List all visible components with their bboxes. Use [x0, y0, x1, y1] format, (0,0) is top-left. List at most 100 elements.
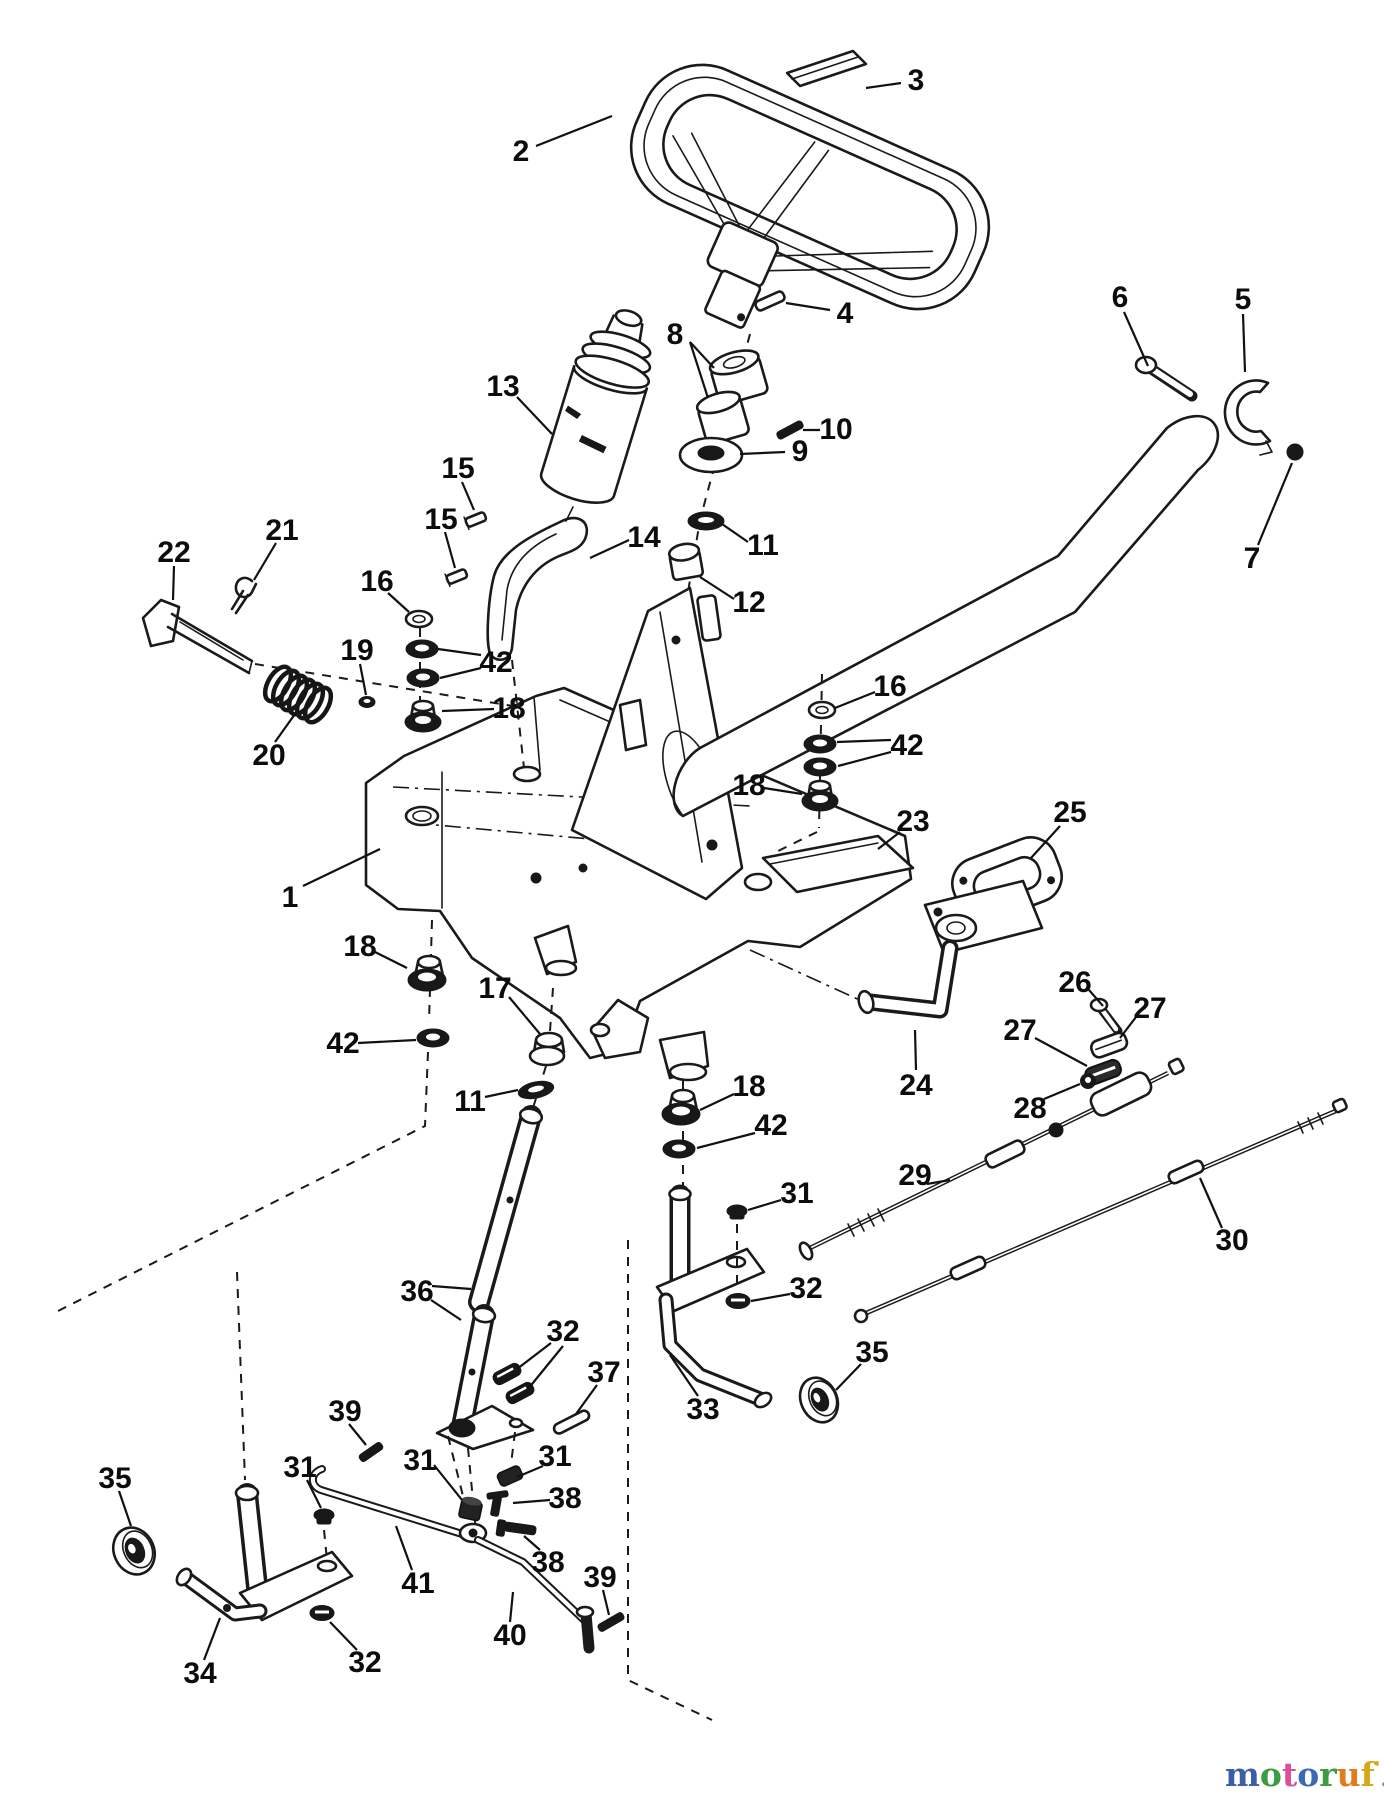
handle-part24 [749, 879, 1044, 1019]
callout-label-11: 11 [454, 1085, 486, 1118]
leader-line-20 [274, 713, 296, 743]
bolt-part26 [1089, 997, 1123, 1036]
callout-label-23: 23 [896, 805, 929, 838]
cable-part29 [798, 1057, 1185, 1261]
leader-line-16 [387, 592, 410, 613]
callout-label-15: 15 [441, 452, 474, 485]
leader-line-42 [437, 647, 482, 657]
roller-part35-right [798, 1376, 840, 1424]
callout-label-17: 17 [478, 972, 511, 1005]
callout-label-6: 6 [1112, 281, 1129, 314]
leader-line-25 [1030, 825, 1061, 859]
callout-label-26: 26 [1058, 966, 1091, 999]
screw-part15 [463, 511, 488, 531]
right-spindle-assembly [655, 1080, 773, 1409]
callout-label-31: 31 [283, 1451, 316, 1484]
tie-rod-part41 [308, 1465, 466, 1538]
bolt-part6 [1134, 355, 1198, 402]
tie-rod-part40 [474, 1536, 595, 1654]
leader-line-11 [484, 1088, 519, 1099]
leader-line-6 [1122, 311, 1150, 367]
callout-label-38: 38 [531, 1546, 564, 1579]
callout-label-27: 27 [1133, 992, 1166, 1025]
callout-label-40: 40 [493, 1619, 526, 1652]
leader-line-18 [441, 707, 495, 713]
leader-line-15 [443, 531, 457, 569]
leader-line-32 [750, 1292, 791, 1303]
assembly-dash-lines [511, 659, 713, 1721]
callout-label-5: 5 [1235, 283, 1252, 316]
callout-label-41: 41 [401, 1567, 434, 1600]
leader-line-40 [508, 1591, 515, 1623]
callout-label-31: 31 [403, 1444, 436, 1477]
handlebar-tube [662, 414, 1220, 818]
cotter-pin-part21 [230, 576, 258, 615]
leader-line-18 [763, 786, 803, 796]
leader-line-2 [535, 114, 613, 148]
leader-line-34 [202, 1617, 222, 1661]
steering-column-stack [667, 290, 804, 593]
leader-line-7 [1256, 462, 1294, 546]
screw-part15 [444, 568, 469, 588]
callout-label-1: 1 [282, 881, 299, 914]
leader-line-1 [302, 848, 381, 887]
leader-line-18 [374, 951, 408, 969]
leader-line-31 [516, 1464, 544, 1479]
callout-label-30: 30 [1215, 1224, 1248, 1257]
callout-label-25: 25 [1053, 796, 1086, 829]
callout-label-29: 29 [898, 1159, 931, 1192]
leader-line-19 [358, 663, 368, 696]
leader-line-5 [1241, 313, 1247, 373]
callout-label-2: 2 [513, 135, 530, 168]
leader-line-32 [329, 1621, 358, 1651]
leader-line-21 [253, 542, 277, 581]
callout-label-15: 15 [424, 503, 457, 536]
callout-label-38: 38 [548, 1482, 581, 1515]
pin-part39-left [358, 1441, 384, 1463]
spring-part20 [262, 664, 334, 725]
leader-line-15 [460, 481, 476, 511]
callout-label-14: 14 [627, 521, 661, 554]
callout-label-32: 32 [348, 1646, 381, 1679]
leader-line-26 [1088, 989, 1104, 1007]
leader-line-42 [696, 1131, 756, 1150]
callout-label-18: 18 [492, 692, 525, 725]
nut-part7 [1286, 443, 1304, 461]
bottle-drawing [539, 309, 652, 504]
pad-part23 [761, 834, 915, 894]
leader-line-8 [689, 341, 715, 369]
callout-label-7: 7 [1244, 542, 1261, 575]
callout-label-18: 18 [343, 930, 376, 963]
bolt-part38 [495, 1519, 537, 1537]
nuts-part31 [313, 1465, 524, 1525]
leader-line-29 [926, 1178, 951, 1186]
callout-label-11: 11 [747, 529, 779, 562]
callout-label-24: 24 [899, 1069, 933, 1102]
spacers-part32 [492, 1362, 535, 1405]
leader-line-4 [785, 301, 831, 312]
leader-line-27 [1119, 1016, 1137, 1039]
console-tower [570, 586, 744, 901]
leader-line-39 [601, 1589, 611, 1616]
mid-column-parts [51, 919, 566, 1315]
callout-label-39: 39 [328, 1395, 361, 1428]
leader-line-31 [306, 1479, 322, 1509]
callout-label-9: 9 [792, 435, 809, 468]
pin-part39-right [597, 1612, 625, 1632]
callout-label-33: 33 [686, 1393, 719, 1426]
leader-line-37 [575, 1384, 598, 1415]
callout-label-21: 21 [265, 514, 298, 547]
callout-label-42: 42 [754, 1109, 787, 1142]
steering-wheel-drawing [629, 63, 991, 329]
leader-line-41 [394, 1525, 414, 1571]
leader-line-35 [117, 1490, 133, 1527]
leader-line-18 [699, 1093, 735, 1111]
leader-line-3 [865, 81, 902, 90]
leader-line-31 [747, 1198, 782, 1212]
leader-line-36 [430, 1299, 462, 1321]
callout-label-32: 32 [546, 1315, 579, 1348]
left-spindle-assembly [175, 1271, 354, 1622]
callout-label-31: 31 [538, 1440, 571, 1473]
